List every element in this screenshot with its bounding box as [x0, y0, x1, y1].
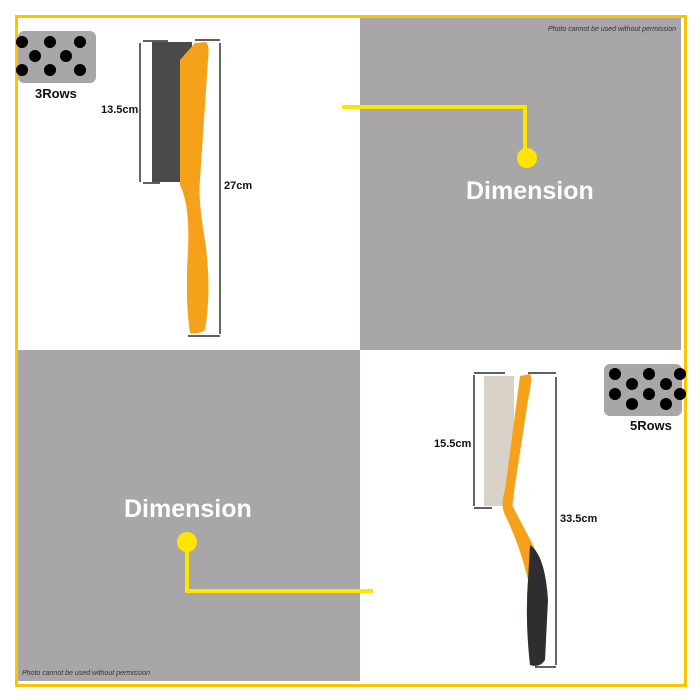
panel-bottom-left [18, 350, 360, 681]
dimension-heading-top: Dimension [466, 177, 594, 205]
connector-line-top [342, 105, 527, 158]
watermark-top: Photo cannot be used without permission [547, 26, 676, 33]
total-length-label-2: 33.5cm [560, 513, 598, 525]
image-frame [15, 15, 687, 687]
wire-brush-5-rows [473, 372, 557, 668]
watermark-bottom: Photo cannot be used without permission [22, 670, 151, 677]
five-rows-pattern [604, 364, 686, 416]
connector-line-bottom [185, 542, 373, 593]
bristle-length-label-2: 15.5cm [434, 438, 472, 450]
bristle-length-label-1: 13.5cm [101, 104, 139, 116]
five-rows-label: 5Rows [630, 418, 672, 433]
three-rows-pattern [16, 31, 96, 83]
panel-top-right [360, 18, 681, 350]
wire-brush-3-rows [139, 39, 221, 337]
three-rows-label: 3Rows [35, 86, 77, 101]
connector-dot-top [517, 148, 537, 168]
dimension-heading-bottom: Dimension [124, 495, 252, 523]
connector-dot-bottom [177, 532, 197, 552]
total-length-label-1: 27cm [224, 180, 253, 192]
